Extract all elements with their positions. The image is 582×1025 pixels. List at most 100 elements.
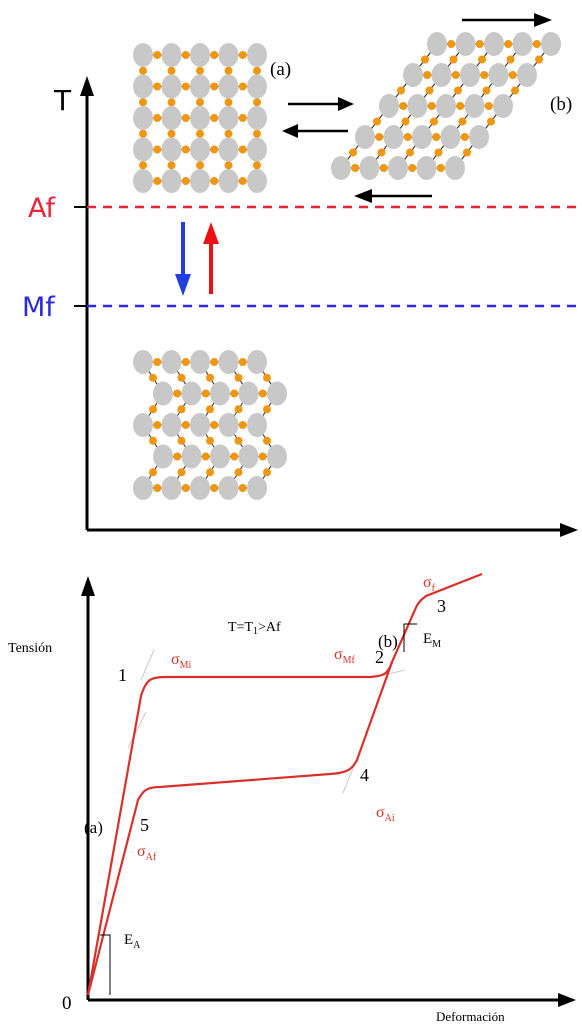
small-atom <box>403 133 412 141</box>
strain-axis-arrowhead <box>558 993 576 1007</box>
large-atom <box>331 156 351 180</box>
small-atom <box>427 102 436 110</box>
small-atom <box>454 86 462 95</box>
large-atom <box>218 169 239 193</box>
large-atom <box>133 413 153 437</box>
large-atom <box>247 413 267 437</box>
stress-axis-label: Tensión <box>8 641 52 656</box>
small-atom <box>456 102 465 110</box>
small-atom <box>238 82 247 91</box>
lattice-b-label: (b) <box>550 94 572 115</box>
stress-strain-panel: Tensión Deformación 0 T=T1>Af σMi σMf σf… <box>8 572 576 1024</box>
large-atom <box>455 32 476 56</box>
small-atom <box>263 373 271 382</box>
large-atom <box>218 476 239 500</box>
small-atom <box>167 66 176 75</box>
small-atom <box>181 51 190 59</box>
small-atom <box>425 86 434 95</box>
small-atom <box>177 468 186 477</box>
heating-arrowhead <box>203 222 219 244</box>
small-atom <box>447 40 456 48</box>
large-atom <box>460 63 480 87</box>
point-5-label: 5 <box>140 815 149 835</box>
small-atom <box>351 164 360 172</box>
small-atom <box>210 82 219 91</box>
point-3-label: 3 <box>437 596 446 616</box>
large-atom <box>133 43 153 67</box>
large-atom <box>153 381 173 406</box>
large-atom <box>133 106 153 130</box>
large-atom <box>190 476 210 500</box>
small-atom <box>238 51 247 59</box>
small-atom <box>210 145 219 154</box>
sigma-ai-label: σAi <box>376 804 395 824</box>
large-atom <box>267 381 287 406</box>
small-atom <box>167 161 176 170</box>
small-atom <box>234 436 243 445</box>
small-atom <box>177 405 186 414</box>
small-atom <box>224 161 233 170</box>
curve-b-label: (b) <box>378 632 398 651</box>
large-atom <box>218 413 239 437</box>
small-atom <box>238 421 247 429</box>
small-atom <box>177 436 186 445</box>
large-atom <box>190 413 210 437</box>
small-atom <box>421 55 429 64</box>
large-atom <box>436 94 456 118</box>
small-atom <box>181 177 190 185</box>
large-atom <box>247 137 267 162</box>
austenite-lattice <box>133 43 267 193</box>
small-atom <box>196 98 204 107</box>
large-atom <box>403 63 423 87</box>
large-atom <box>416 156 437 180</box>
small-atom <box>263 436 271 445</box>
large-atom <box>133 476 153 500</box>
large-atom <box>247 74 267 99</box>
large-atom <box>153 444 173 469</box>
small-atom <box>406 148 414 157</box>
small-atom <box>451 71 460 79</box>
temperature-axis-arrowhead <box>80 76 94 96</box>
large-atom <box>190 350 210 374</box>
sheared-martensite-lattice <box>331 32 561 180</box>
sigma-mf-label: σMf <box>334 646 356 666</box>
large-atom <box>218 43 239 67</box>
small-atom <box>460 133 469 141</box>
small-atom <box>238 177 247 185</box>
small-atom <box>167 98 176 107</box>
small-atom <box>377 148 386 157</box>
small-atom <box>482 86 491 95</box>
large-atom <box>247 350 267 374</box>
large-atom <box>247 106 267 130</box>
large-atom <box>161 476 182 500</box>
small-atom <box>263 468 271 477</box>
small-atom <box>149 436 157 445</box>
large-atom <box>161 169 182 193</box>
small-atom <box>210 421 219 429</box>
large-atom <box>190 74 210 99</box>
small-atom <box>432 133 441 141</box>
large-atom <box>488 63 509 87</box>
small-atom <box>153 145 162 154</box>
small-atom <box>253 98 261 107</box>
large-atom <box>161 106 182 130</box>
small-atom <box>139 129 147 138</box>
small-atom <box>210 484 219 492</box>
large-atom <box>247 169 267 193</box>
small-atom <box>430 117 438 126</box>
small-atom <box>532 40 541 48</box>
point-2-label: 2 <box>375 647 384 667</box>
small-atom <box>234 468 243 477</box>
small-atom <box>167 129 176 138</box>
point-1-label: 1 <box>118 665 127 685</box>
small-atom <box>139 98 147 107</box>
sigma-f-label: σf <box>423 574 436 594</box>
small-atom <box>181 421 190 429</box>
tangent-line-1 <box>140 649 155 681</box>
shear-arrow-bottom-head <box>354 189 372 203</box>
small-atom <box>238 145 247 154</box>
large-atom <box>218 137 239 162</box>
large-atom <box>512 32 533 56</box>
small-atom <box>238 358 247 366</box>
